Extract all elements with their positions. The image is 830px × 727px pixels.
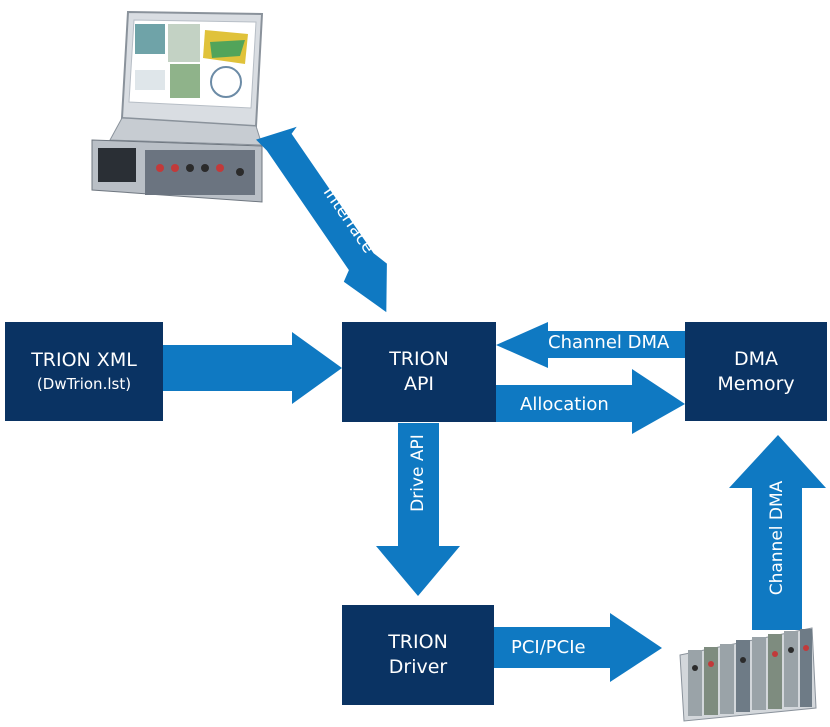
trion-xml-title: TRION XML xyxy=(31,349,137,371)
allocation-label: Allocation xyxy=(520,394,609,415)
trion-xml-box: TRION XML (DwTrion.lst) xyxy=(5,322,163,421)
channel-dma-top-label: Channel DMA xyxy=(548,332,670,353)
channel-dma-top-arrow xyxy=(496,322,685,368)
trion-xml-subtitle: (DwTrion.lst) xyxy=(36,375,132,393)
dma-memory-line1: DMA xyxy=(733,347,779,370)
xml-to-api-arrow xyxy=(163,332,342,404)
pci-arrow xyxy=(493,613,662,682)
trion-driver-box: TRION Driver xyxy=(342,605,494,705)
dma-memory-line2: Memory xyxy=(717,372,795,395)
allocation-arrow xyxy=(496,369,685,434)
trion-api-line1: TRION xyxy=(389,348,449,370)
laptop-image xyxy=(91,10,264,203)
drive-api-arrow xyxy=(376,423,460,596)
trion-api-box: TRION API xyxy=(342,322,496,422)
trion-driver-line2: Driver xyxy=(388,656,448,678)
interface-arrow xyxy=(256,126,387,313)
channel-dma-vertical-label: Channel DMA xyxy=(767,480,787,596)
modules-image xyxy=(679,627,817,722)
drive-api-label: Drive API xyxy=(408,434,428,512)
trion-driver-line1: TRION xyxy=(388,631,448,653)
channel-dma-vertical-arrow xyxy=(729,435,826,630)
dma-memory-box: DMA Memory xyxy=(685,322,827,421)
trion-api-line2: API xyxy=(403,373,435,395)
pci-label: PCI/PCIe xyxy=(511,637,586,658)
